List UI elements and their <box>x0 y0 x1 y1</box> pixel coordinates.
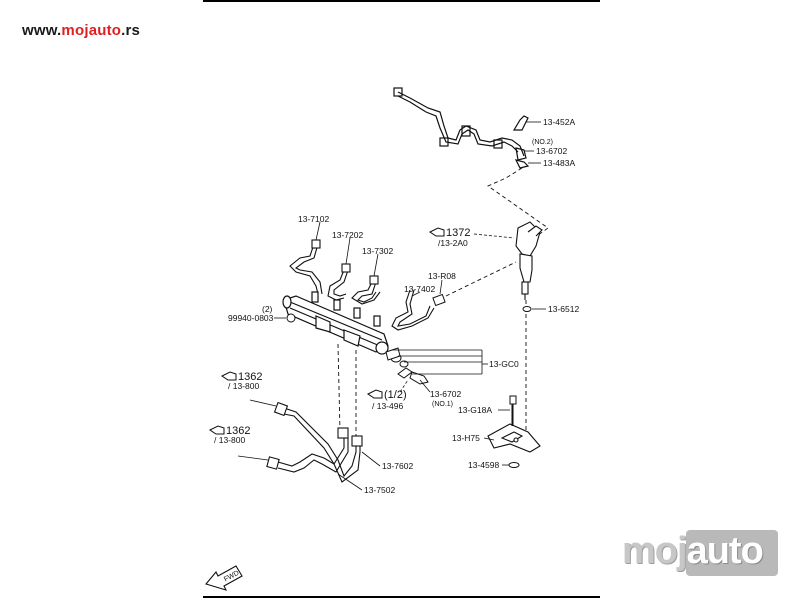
harness-dashed-link <box>487 167 549 239</box>
bolt-13-G18A <box>509 395 517 426</box>
label-13-R08: 13-R08 <box>428 271 456 281</box>
label-13-H75: 13-H75 <box>452 433 480 443</box>
harness-leaders <box>524 121 541 164</box>
label-1362-a: 1362 <box>238 371 262 383</box>
label-13-483A: 13-483A <box>543 158 575 168</box>
label-no1: (NO.1) <box>432 401 453 408</box>
label-1362-b: 1362 <box>226 425 250 437</box>
label-no2: (NO.2) <box>532 139 553 146</box>
ref-1372-hand-icon <box>429 227 445 237</box>
pipe-leaders <box>315 221 421 297</box>
fitting-13-R08 <box>432 293 446 307</box>
watermark-box <box>686 530 778 576</box>
washer-13-6512 <box>522 306 532 312</box>
glow-plug-harness <box>393 87 530 169</box>
injector <box>515 221 543 300</box>
fwd-arrow-icon <box>205 565 243 591</box>
rail-dashed-left <box>337 343 341 433</box>
label-13-496: / 13-496 <box>372 401 403 411</box>
label-13-452A: 13-452A <box>543 117 575 127</box>
label-13-2A0: /13-2A0 <box>438 238 468 248</box>
site-url-prefix: www. <box>22 22 62 39</box>
label-qty-2: (2) <box>262 304 273 314</box>
label-13-800-b: / 13-800 <box>214 435 245 445</box>
plug-99940-0803 <box>286 313 296 323</box>
watermark-logo: mojauto <box>622 530 764 573</box>
label-13-6702-top: 13-6702 <box>536 146 567 156</box>
label-1372: 1372 <box>446 227 470 239</box>
label-1-2: (1/2) <box>384 389 407 401</box>
ref-1362-b-hand-icon <box>209 425 225 435</box>
watermark-left: moj <box>622 530 688 572</box>
ref-1-2-hand-icon <box>367 389 383 399</box>
ref-1372-leader <box>473 233 515 239</box>
washer-13-4598 <box>508 462 520 468</box>
label-13-7502: 13-7502 <box>364 485 395 495</box>
site-url-brand: mojauto <box>61 22 122 39</box>
ref-1362-a-hand-icon <box>221 371 237 381</box>
rail-sensor-parts <box>385 347 429 385</box>
label-13-4598: 13-4598 <box>468 460 499 470</box>
label-13-G18A: 13-G18A <box>458 405 492 415</box>
label-13-7302: 13-7302 <box>362 246 393 256</box>
fuel-pipe-13-7602 <box>273 401 363 483</box>
label-13-6702-bot: 13-6702 <box>430 389 461 399</box>
label-13-7602: 13-7602 <box>382 461 413 471</box>
r08-dashed-link <box>445 261 517 297</box>
bracket-13-H75 <box>487 423 541 453</box>
label-99940-0803: 99940-0803 <box>228 313 274 323</box>
label-13-GC0: 13-GC0 <box>489 359 519 369</box>
watermark-right: auto <box>686 530 764 572</box>
gc0-bracket <box>392 349 488 375</box>
label-13-7402: 13-7402 <box>404 284 435 294</box>
label-13-800-a: / 13-800 <box>228 381 259 391</box>
label-13-7202: 13-7202 <box>332 230 363 240</box>
site-url-suffix: .rs <box>121 22 141 39</box>
site-url[interactable]: www.mojauto.rs <box>22 22 140 39</box>
label-13-6512: 13-6512 <box>548 304 579 314</box>
common-rail <box>282 291 389 355</box>
label-13-7102: 13-7102 <box>298 214 329 224</box>
fuel-pipe-13-7502 <box>266 427 349 473</box>
